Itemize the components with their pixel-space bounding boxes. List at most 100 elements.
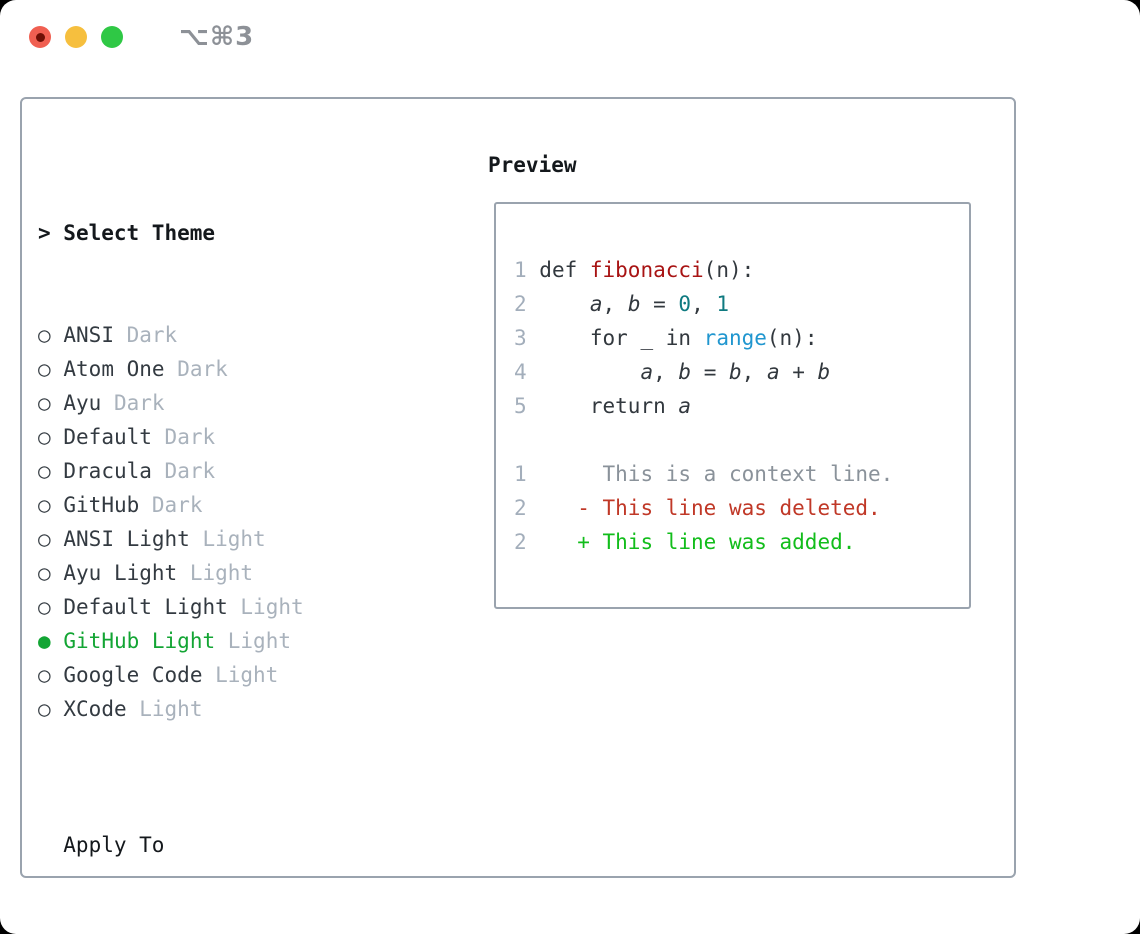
theme-variant-badge: Light bbox=[202, 527, 266, 551]
code-segment: + bbox=[779, 360, 818, 384]
code-line: 5 return a bbox=[514, 389, 969, 423]
theme-variant-badge: Dark bbox=[164, 425, 216, 449]
line-number: 2 bbox=[514, 292, 527, 316]
theme-name: Dracula bbox=[63, 459, 165, 483]
radio-icon: ○ bbox=[38, 527, 51, 551]
code-line: 1 This is a context line. bbox=[514, 457, 969, 491]
code-segment: = bbox=[640, 292, 679, 316]
code-segment: 0 bbox=[678, 292, 692, 316]
theme-option-dracula[interactable]: ○ Dracula Dark bbox=[38, 454, 484, 488]
theme-option-google-code[interactable]: ○Google Code Light bbox=[38, 658, 484, 692]
radio-icon: ○ bbox=[38, 323, 51, 347]
code-line: 4 a, b = b, a + b bbox=[514, 355, 969, 389]
theme-name: Ayu Light bbox=[63, 561, 190, 585]
code-segment: (n): bbox=[766, 326, 818, 350]
code-line: 2 + This line was added. bbox=[514, 525, 969, 559]
theme-name: GitHub Light bbox=[63, 629, 228, 653]
theme-variant-badge: Dark bbox=[151, 493, 203, 517]
radio-icon: ● bbox=[38, 629, 51, 653]
titlebar: ⌥⌘3 bbox=[0, 0, 1140, 74]
theme-name: GitHub bbox=[63, 493, 152, 517]
theme-name: Ayu bbox=[63, 391, 114, 415]
code-segment: fibonacci bbox=[589, 258, 704, 282]
theme-variant-badge: Dark bbox=[164, 459, 216, 483]
theme-variant-badge: Light bbox=[240, 595, 304, 619]
code-line: 3 for _ in range(n): bbox=[514, 321, 969, 355]
theme-option-ayu-light[interactable]: ○ Ayu Light Light bbox=[38, 556, 484, 590]
apply-option-user-settings[interactable]: ●User Settings bbox=[38, 930, 484, 934]
theme-variant-badge: Light bbox=[215, 663, 279, 687]
close-button[interactable] bbox=[29, 26, 51, 48]
code-segment bbox=[527, 360, 641, 384]
line-number: 1 bbox=[514, 258, 527, 282]
radio-icon: ○ bbox=[38, 663, 51, 687]
code-segment: , bbox=[691, 292, 717, 316]
theme-option-github[interactable]: ○ GitHub Dark bbox=[38, 488, 484, 522]
theme-name: ANSI Light bbox=[63, 527, 203, 551]
theme-name: Default Light bbox=[63, 595, 241, 619]
line-number: 2 bbox=[514, 496, 527, 520]
code-segment: b bbox=[729, 360, 742, 384]
code-segment: for _ in bbox=[526, 326, 704, 350]
radio-icon: ○ bbox=[38, 561, 51, 585]
theme-name: ANSI bbox=[63, 323, 127, 347]
theme-option-ansi[interactable]: ○ANSI Dark bbox=[38, 318, 484, 352]
radio-icon: ○ bbox=[38, 357, 51, 381]
radio-icon: ● bbox=[38, 930, 63, 934]
radio-icon: ○ bbox=[38, 391, 51, 415]
window-title: ⌥⌘3 bbox=[179, 22, 255, 52]
theme-option-ansi-light[interactable]: ○ ANSI Light Light bbox=[38, 522, 484, 556]
code-line: 2 a, b = 0, 1 bbox=[514, 287, 969, 321]
select-theme-label: Select Theme bbox=[63, 221, 216, 245]
code-segment: return bbox=[526, 394, 679, 418]
theme-list: ○ ANSI Dark ○ Atom One Dark ○ Ayu Dark ○ Defaul… bbox=[38, 318, 484, 726]
code-segment: b bbox=[678, 360, 692, 384]
code-segment: = bbox=[691, 360, 729, 384]
theme-variant-badge: Dark bbox=[177, 357, 228, 381]
theme-option-xcode[interactable]: ○ XCode Light bbox=[38, 692, 484, 726]
theme-option-atom-one[interactable]: ○ Atom One Dark bbox=[38, 352, 484, 386]
radio-icon: ○ bbox=[38, 697, 51, 721]
traffic-lights bbox=[29, 26, 123, 48]
code-segment: a bbox=[589, 292, 603, 316]
code-segment: b bbox=[817, 360, 831, 384]
code-segment: This is a context line. bbox=[526, 462, 894, 486]
theme-picker-panel: > Select Theme ○ANSI Dark○Atom One Dark○… bbox=[20, 97, 1016, 878]
theme-name: XCode bbox=[63, 697, 140, 721]
code-line: 2 - This line was deleted. bbox=[514, 491, 969, 525]
theme-list-column: > Select Theme ○ANSI Dark○Atom One Dark○… bbox=[22, 99, 484, 876]
line-number: 4 bbox=[514, 360, 527, 384]
code-segment bbox=[527, 292, 590, 316]
radio-icon: ○ bbox=[38, 425, 51, 449]
theme-variant-badge: Light bbox=[139, 697, 203, 721]
theme-option-github-light[interactable]: ● GitHub Light Light bbox=[38, 624, 484, 658]
code-segment: (n): bbox=[703, 258, 755, 282]
theme-name: Atom One bbox=[63, 357, 178, 381]
zoom-button[interactable] bbox=[101, 26, 123, 48]
theme-variant-badge: Light bbox=[227, 629, 291, 653]
apply-to-header: Apply To bbox=[38, 833, 165, 857]
code-segment: a bbox=[678, 394, 692, 418]
radio-icon: ○ bbox=[38, 595, 51, 619]
code-segment: , bbox=[602, 292, 628, 316]
code-segment: a bbox=[640, 360, 654, 384]
line-number: 1 bbox=[514, 462, 527, 486]
line-number: 2 bbox=[514, 530, 527, 554]
theme-name: Default bbox=[63, 425, 165, 449]
code-line: 1 def fibonacci(n): bbox=[514, 253, 969, 287]
theme-option-default-light[interactable]: ○ Default Light Light bbox=[38, 590, 484, 624]
radio-icon: ○ bbox=[38, 459, 51, 483]
theme-option-default[interactable]: ○ Default Dark bbox=[38, 420, 484, 454]
select-theme-header: > Select Theme bbox=[38, 216, 484, 250]
code-segment: , bbox=[653, 360, 679, 384]
theme-option-ayu[interactable]: ○Ayu Dark bbox=[38, 386, 484, 420]
radio-icon: ○ bbox=[38, 493, 51, 517]
theme-variant-badge: Light bbox=[189, 561, 254, 585]
code-segment: - This line was deleted. bbox=[526, 496, 881, 520]
code-segment: 1 bbox=[716, 292, 730, 316]
preview-title: Preview bbox=[488, 153, 577, 177]
minimize-button[interactable] bbox=[65, 26, 87, 48]
code-segment: def bbox=[526, 258, 590, 282]
